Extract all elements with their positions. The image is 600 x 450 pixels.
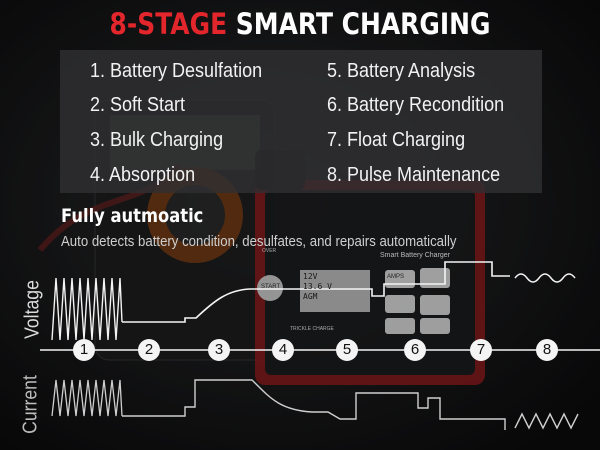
- stage-marker-1: 1: [73, 339, 95, 361]
- charger-amps-label: AMPS: [387, 274, 405, 280]
- current-desulfation-zigzag: [51, 379, 123, 417]
- stage-marker-2: 2: [138, 339, 160, 361]
- stage-item-7: 7. Float Charging: [327, 129, 466, 151]
- stage-marker-3: 3: [208, 339, 230, 361]
- voltage-desulfation-zigzag: [51, 277, 123, 341]
- lcd-line-1: 12V: [303, 272, 318, 281]
- stage-marker-8: 8: [536, 339, 558, 361]
- stage-list-panel: 1. Battery Desulfation 2. Soft Start 3. …: [60, 50, 542, 193]
- page-title: 8-STAGE SMART CHARGING: [42, 6, 558, 42]
- feature-description: Auto detects battery condition, desulfat…: [61, 233, 457, 250]
- charger-lcd-text: 12V 13.6 V AGM: [303, 272, 332, 302]
- voltage-trace: [122, 261, 510, 323]
- current-trace: [122, 379, 506, 430]
- lcd-line-2: 13.6 V: [303, 282, 332, 291]
- stage-item-4: 4. Absorption: [90, 164, 196, 186]
- feature-title: Fully autmoatic: [61, 205, 204, 227]
- stage-item-1: 1. Battery Desulfation: [90, 60, 263, 82]
- stage-marker-6: 6: [404, 339, 426, 361]
- stage-item-2: 2. Soft Start: [90, 94, 186, 116]
- stage-marker-5: 5: [336, 339, 358, 361]
- stage-item-3: 3. Bulk Charging: [90, 129, 224, 151]
- stage-marker-7: 7: [470, 339, 492, 361]
- stage-item-5: 5. Battery Analysis: [327, 60, 476, 82]
- title-rest: SMART CHARGING: [235, 7, 491, 41]
- stage-item-8: 8. Pulse Maintenance: [327, 164, 501, 186]
- title-accent: 8-STAGE: [109, 7, 228, 41]
- current-pulse-zigzag: [514, 412, 579, 430]
- charger-trickle-label: TRICKLE CHARGE: [290, 326, 334, 332]
- voltage-pulse-wave: [514, 273, 576, 283]
- charger-over-label: OVER: [262, 248, 277, 254]
- lcd-line-3: AGM: [303, 292, 318, 301]
- stage-marker-4: 4: [272, 339, 294, 361]
- stage-item-6: 6. Battery Recondition: [327, 94, 505, 116]
- charger-start-label: START: [261, 284, 281, 290]
- charger-title-text: Smart Battery Charger: [380, 252, 451, 259]
